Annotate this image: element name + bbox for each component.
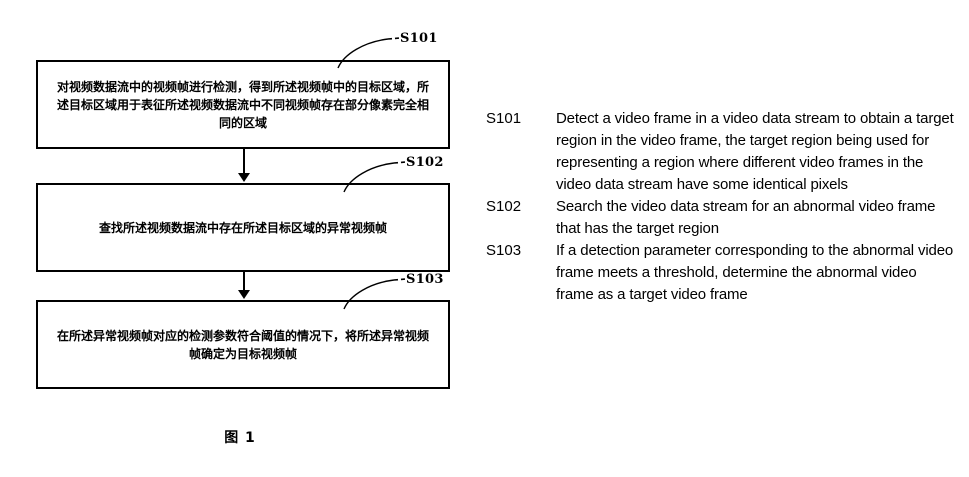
- connector-arrow-s101-to-s102: [236, 149, 252, 183]
- flowchart-diagram: 对视频数据流中的视频帧进行检测，得到所述视频帧中的目标区域，所述目标区域用于表征…: [0, 0, 480, 477]
- flow-box-s101-text: 对视频数据流中的视频帧进行检测，得到所述视频帧中的目标区域，所述目标区域用于表征…: [56, 79, 429, 130]
- translation-row-s103: S103 If a detection parameter correspond…: [486, 240, 956, 306]
- translation-text-s103: If a detection parameter corresponding t…: [556, 242, 954, 303]
- leader-line-s103: [343, 278, 407, 310]
- flow-box-s103: 在所述异常视频帧对应的检测参数符合阈值的情况下，将所述异常视频帧确定为目标视频帧: [36, 300, 450, 389]
- translation-ref-s102: S102: [486, 198, 522, 215]
- translation-ref-s103: S103: [486, 242, 522, 259]
- step-ref-s103: S103: [406, 272, 444, 287]
- connector-stem: [243, 149, 245, 174]
- flow-box-s103-text: 在所述异常视频帧对应的检测参数符合阈值的情况下，将所述异常视频帧确定为目标视频帧: [56, 328, 429, 361]
- translation-list: S101 Detect a video frame in a video dat…: [486, 108, 956, 306]
- leader-line-s101: [337, 37, 401, 69]
- translation-row-s101: S101 Detect a video frame in a video dat…: [486, 108, 956, 196]
- flow-box-s102: 查找所述视频数据流中存在所述目标区域的异常视频帧: [36, 183, 450, 272]
- leader-line-s102: [343, 161, 407, 193]
- connector-arrowhead: [238, 290, 250, 299]
- translation-text-s101: Detect a video frame in a video data str…: [556, 110, 954, 193]
- translation-ref-s101: S101: [486, 110, 522, 127]
- connector-stem: [243, 272, 245, 291]
- step-ref-s102: S102: [406, 155, 444, 170]
- connector-arrowhead: [238, 173, 250, 182]
- translation-row-s102: S102 Search the video data stream for an…: [486, 196, 956, 240]
- translation-text-s102: Search the video data stream for an abno…: [556, 198, 936, 237]
- flow-box-s102-text: 查找所述视频数据流中存在所述目标区域的异常视频帧: [98, 220, 387, 235]
- step-ref-s101: S101: [400, 31, 438, 46]
- flow-box-s101: 对视频数据流中的视频帧进行检测，得到所述视频帧中的目标区域，所述目标区域用于表征…: [36, 60, 450, 149]
- connector-arrow-s102-to-s103: [236, 272, 252, 300]
- figure-caption: 图 1: [224, 430, 256, 446]
